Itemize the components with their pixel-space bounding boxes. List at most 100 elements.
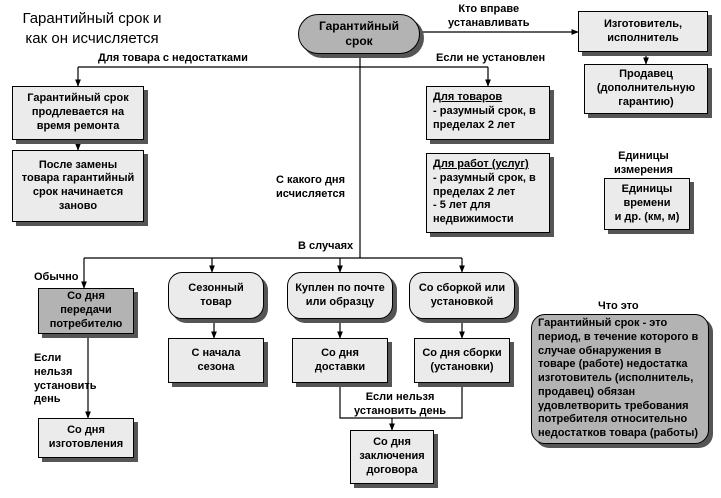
replace-box: После замены товара гарантийный срок нач… [12,150,144,222]
replace-line-3: срок начинается [32,186,124,198]
assembly-day-line-1: Со дня сборки [422,346,502,359]
definition-line-3: случае обнаружения в [538,344,662,357]
contract-box: Со дня заключения договора [350,430,434,484]
cases-label: В случаях [298,240,354,252]
works-line-2: пределах 2 лет [433,185,516,198]
manufacture-line-2: изготовления [48,438,124,450]
units-label-line-2: измерения [614,163,673,176]
delivery-box: Со дня доставки [292,338,388,383]
seasonal-line-2: товар [200,295,232,308]
works-line-4: недвижимости [433,213,514,225]
mail-line-2: или образцу [305,295,375,308]
cannot2-label: Если нельзя установить день [354,391,446,419]
contract-line-2: заключения [359,450,425,463]
definition-label: Что это [598,300,639,312]
transfer-box: Со дня передачи потребителю [38,288,134,334]
assembly-day-box: Со дня сборки (установки) [414,338,510,383]
usually-label: Обычно [34,271,79,283]
repair-line-2: продлевается на [31,106,125,119]
units-line-1: Единицы [621,183,673,196]
central-node: Гарантийный срок [298,14,420,54]
units-box: Единицы времени и др. (км, м) [604,178,690,230]
defects-label: Для товара с недостатками [98,52,248,64]
seller-line-2: (дополнительную [596,82,696,95]
seasonal-box: Сезонный товар [168,272,264,319]
who-label-line-1: Кто вправе [458,3,520,15]
transfer-line-2: передачи [60,304,112,317]
definition-box: Гарантийный срок - это период, в течение… [531,314,709,444]
cannot-line-1: Если [34,352,62,364]
mail-box: Куплен по почте или образцу [287,272,393,319]
definition-line-9: недостатков товара (работы) [538,427,698,440]
season-start-line-1: С начала [191,346,241,359]
units-line-3: и др. (км, м) [614,210,680,223]
definition-line-1: Гарантийный срок - это [538,317,668,330]
contract-line-3: договора [366,463,418,476]
mail-line-1: Куплен по почте [295,281,385,294]
season-start-box: С начала сезона [168,338,264,383]
title-line-1: Гарантийный срок и [22,10,162,27]
cannot-label: Если нельзя установить день [34,352,97,407]
assembly-line-1: Со сборкой или [418,281,506,294]
central-line-1: Гарантийный [318,19,400,33]
goods-box: Для товаров - разумный срок, в пределах … [426,86,550,140]
season-start-line-2: сезона [197,360,235,373]
assembly-day-line-2: (установки) [430,360,494,373]
repair-line-3: время ремонта [36,119,120,132]
replace-line-2: товара гарантийный [21,172,135,185]
maker-line-2: исполнитель [607,31,679,44]
repair-line-1: Гарантийный срок [27,92,129,105]
seller-line-1: Продавец [619,68,673,81]
seller-line-3: гарантию) [618,95,674,108]
definition-line-8: потребителя относительно [538,413,688,426]
assembly-line-2: установкой [430,295,494,308]
works-box: Для работ (услуг) - разумный срок, в пре… [426,153,550,233]
from-day-line-2: исчисляется [276,187,346,200]
from-day-label: С какого дня исчисляется [276,174,345,202]
delivery-line-1: Со дня [321,346,359,359]
maker-line-1: Изготовитель, [603,17,683,30]
seller-box: Продавец (дополнительную гарантию) [584,64,708,114]
goods-heading: Для товаров [433,91,503,103]
cannot-line-4: день [34,393,61,406]
who-label-line-2: устанавливать [448,16,530,29]
definition-line-6: продавец) обязан [538,385,636,398]
from-day-line-1: С какого дня [276,174,345,186]
page-title: Гарантийный срок и как он исчисляется [12,9,172,48]
definition-line-5: изготовитель (исполнитель, [538,372,694,385]
maker-box: Изготовитель, исполнитель [578,11,708,52]
manufacture-box: Со дня изготовления [38,418,134,458]
units-label-line-1: Единицы [618,150,669,162]
transfer-line-1: Со дня [67,290,105,303]
works-heading: Для работ (услуг) [433,158,529,170]
units-label: Единицы измерения [614,150,673,178]
cannot2-line-1: Если нельзя [365,391,435,403]
edge-to-contract [339,383,463,419]
cannot2-line-2: установить день [354,404,447,417]
works-line-3: - 5 лет для [433,199,491,212]
definition-line-4: товаре (работе) недостатка [538,358,688,371]
repair-box: Гарантийный срок продлевается на время р… [12,86,144,140]
units-line-2: времени [623,197,671,210]
definition-line-7: удовлетворить требования [538,399,689,412]
assembly-box: Со сборкой или установкой [409,272,515,319]
replace-line-4: заново [58,199,98,212]
who-label: Кто вправе устанавливать [448,3,529,31]
contract-line-1: Со дня [373,436,411,449]
goods-line-2: пределах 2 лет [433,118,516,131]
replace-line-1: После замены [38,158,118,171]
central-line-2: срок [345,34,373,48]
works-line-1: - разумный срок, в [433,171,536,184]
not-set-label: Если не установлен [436,52,546,64]
transfer-line-3: потребителю [49,317,123,330]
manufacture-line-1: Со дня [67,424,105,437]
goods-line-1: - разумный срок, в [433,104,536,117]
cannot-line-3: установить [34,379,97,392]
cannot-line-2: нельзя [34,365,73,378]
title-line-2: как он исчисляется [25,29,159,47]
seasonal-line-1: Сезонный [188,281,244,294]
definition-line-2: период, в течение которого в [538,330,699,343]
delivery-line-2: доставки [314,360,366,373]
